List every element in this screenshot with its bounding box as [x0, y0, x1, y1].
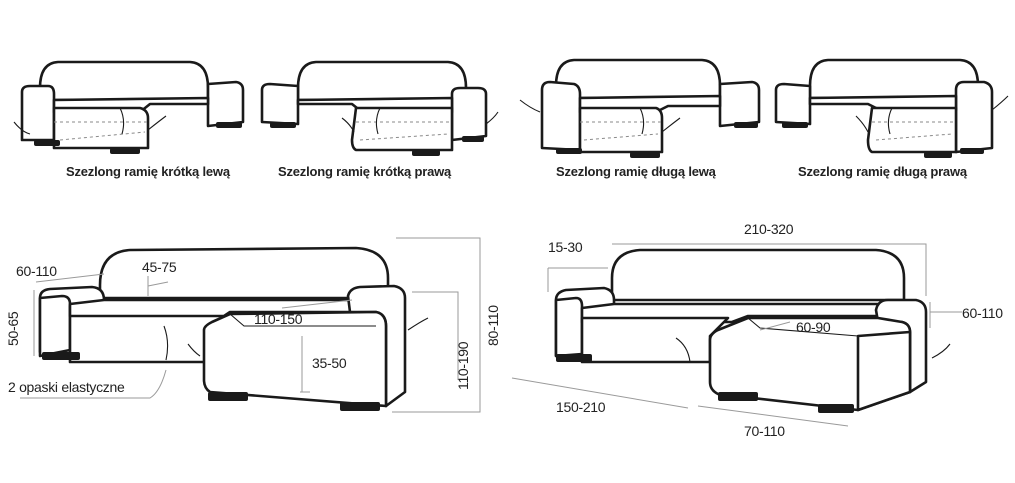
dimension-lines-right [511, 243, 962, 427]
sofa-dimensioned-left [38, 246, 429, 411]
dim-back-length-right: 210-320 [744, 221, 794, 237]
dim-chaise-width-right: 70-110 [744, 423, 785, 439]
sofa-short-left [13, 60, 245, 154]
sofa-short-right [260, 60, 499, 156]
dim-chaise-width-left: 110-150 [254, 311, 303, 327]
dimension-lines-left [20, 237, 481, 413]
sofa-dimensioned-right [554, 248, 951, 413]
sofa-long-left [519, 58, 761, 158]
dim-seat-depth-right: 60-90 [796, 319, 831, 335]
dim-side-length-right: 150-210 [556, 399, 606, 415]
dim-arm-width-right: 15-30 [548, 239, 583, 255]
dim-seat-height-left: 35-50 [312, 355, 347, 371]
dim-seat-depth-left: 45-75 [142, 259, 177, 275]
caption-short-left: Szezlong ramię krótką lewą [66, 164, 231, 179]
caption-long-left: Szezlong ramię długą lewą [556, 164, 717, 179]
label-elastic-straps: 2 opaski elastyczne [8, 379, 125, 395]
caption-long-right: Szezlong ramię długą prawą [798, 164, 968, 179]
caption-short-right: Szezlong ramię krótką prawą [278, 164, 452, 179]
sofa-long-right [774, 58, 1009, 158]
dim-arm-height-left: 50-65 [5, 311, 21, 346]
dim-back-height-left: 80-110 [485, 305, 501, 346]
dim-arm-width-left: 60-110 [16, 263, 57, 279]
dim-arm-height-right: 60-110 [962, 305, 1003, 321]
dim-total-length-left: 110-190 [455, 341, 471, 390]
